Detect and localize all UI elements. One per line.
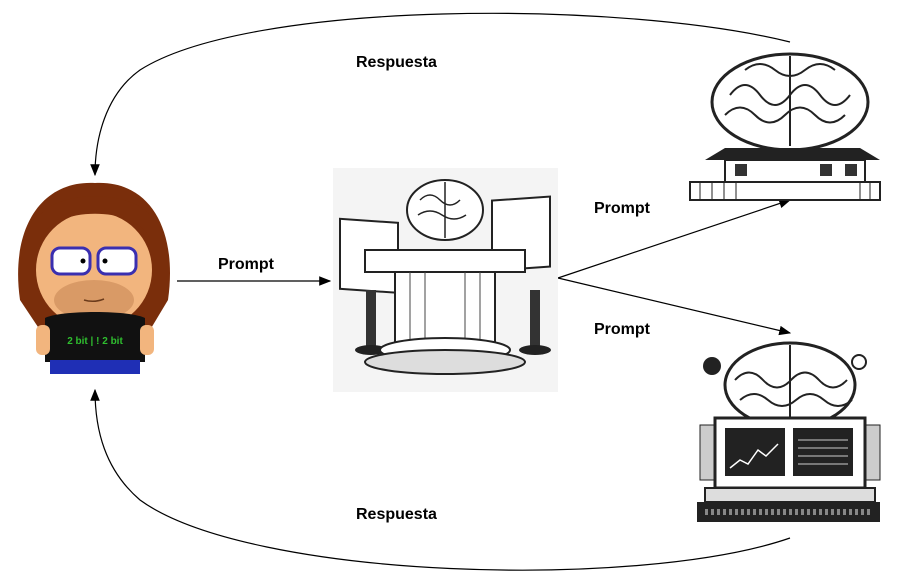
response-arrow-bottom xyxy=(90,388,791,571)
brain-computer-icon xyxy=(697,341,881,522)
prompt-label-upper: Prompt xyxy=(594,200,650,217)
response-label-top: Respuesta xyxy=(356,54,437,71)
brain-house-icon xyxy=(689,52,881,201)
response-label-bottom: Respuesta xyxy=(356,506,437,523)
user-avatar-icon: 2 bit | ! 2 bit xyxy=(18,182,170,374)
prompt-arrow-upper xyxy=(557,198,792,279)
llm-router-temple-icon xyxy=(333,168,558,392)
prompt-arrow-lower xyxy=(557,277,792,336)
shirt-text: 2 bit | ! 2 bit xyxy=(67,336,123,347)
prompt-label-lower: Prompt xyxy=(594,321,650,338)
prompt-label-user: Prompt xyxy=(218,256,274,273)
response-arrow-top xyxy=(90,12,791,177)
